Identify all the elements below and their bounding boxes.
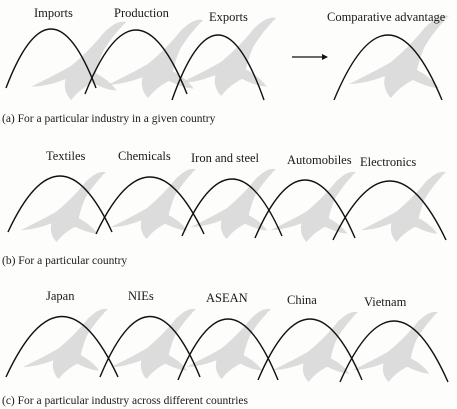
panel-c: Japan NIEs ASEAN China Vietnam (c) For a… (2, 289, 449, 407)
goose-silhouette (181, 17, 277, 97)
goose-silhouette (22, 308, 108, 379)
goose-silhouette (360, 171, 446, 243)
curve-exports (171, 34, 265, 101)
curve-nies (99, 316, 201, 378)
panel-b-label-3: Iron and steel (191, 151, 260, 165)
curve-chemicals (95, 176, 205, 235)
panel-b: Textiles Chemicals Iron and steel Automo… (2, 149, 447, 267)
curve-japan (5, 316, 119, 378)
arrow-head-icon (322, 54, 328, 60)
panel-b-label-1: Textiles (46, 149, 86, 163)
curve-comparative-advantage (333, 34, 443, 101)
panel-a-label-1: Imports (34, 6, 73, 20)
curve-imports (5, 28, 97, 89)
panel-c-caption: (c) For a particular industry across dif… (2, 395, 249, 407)
curve-production (84, 29, 188, 95)
panel-a-arrow-target-label: Comparative advantage (327, 10, 446, 24)
curve-electronics (332, 180, 447, 241)
panel-c-label-1: Japan (46, 289, 75, 303)
curve-china (257, 318, 363, 381)
panel-b-label-5: Electronics (360, 155, 416, 169)
goose-silhouette (110, 168, 196, 240)
panel-c-label-3: ASEAN (206, 291, 248, 305)
goose-silhouette (31, 21, 127, 101)
panel-c-label-4: China (287, 293, 317, 307)
panel-a-caption: (a) For a particular industry in a given… (2, 113, 216, 125)
panel-c-label-2: NIEs (128, 289, 154, 303)
curve-asean (177, 318, 279, 381)
goose-silhouette (108, 19, 204, 99)
goose-silhouette (352, 311, 438, 382)
goose-silhouette (349, 15, 449, 99)
panel-a-label-2: Production (114, 6, 170, 20)
panel-b-geese (20, 168, 446, 243)
panel-a: Imports Production Exports Comparative a… (2, 6, 449, 125)
panel-a-label-3: Exports (209, 10, 248, 24)
panel-a-geese (31, 15, 449, 101)
curve-vietnam (339, 320, 449, 383)
curve-automobiles (254, 179, 356, 239)
panel-b-label-4: Automobiles (287, 153, 352, 167)
goose-silhouette (20, 171, 106, 243)
panel-c-label-5: Vietnam (364, 295, 407, 309)
curve-textiles (7, 175, 113, 233)
panel-b-caption: (b) For a particular country (2, 255, 127, 267)
curve-iron-and-steel (181, 178, 283, 237)
panel-b-label-2: Chemicals (118, 149, 171, 163)
